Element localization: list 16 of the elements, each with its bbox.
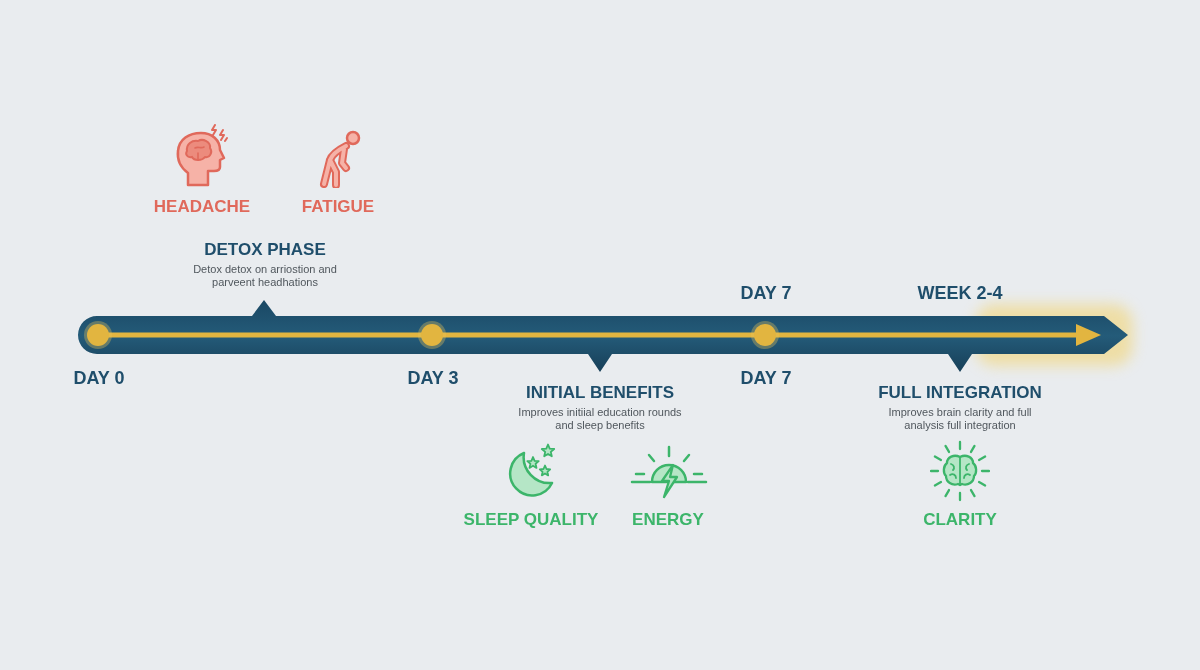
symptom-label: FATIGUE xyxy=(301,197,375,217)
day-label: DAY 7 xyxy=(740,368,792,388)
phase-description: Detox detox on arriostion and parveent headhations xyxy=(192,263,338,289)
day-label: DAY 7 xyxy=(740,283,792,303)
phase-heading: INITIAL BENEFITS xyxy=(526,383,674,403)
day-label: DAY 0 xyxy=(73,368,125,388)
benefit-label: ENERGY xyxy=(632,510,704,530)
day-label: DAY 3 xyxy=(407,368,459,388)
benefit-label: CLARITY xyxy=(923,510,997,530)
phase-description: Improves brain clarity and full analysis full integration xyxy=(887,406,1033,432)
phase-heading: DETOX PHASE xyxy=(204,240,326,260)
period-label: WEEK 2-4 xyxy=(917,283,1003,303)
phase-description: Improves initiial education rounds and sleep benefits xyxy=(517,406,683,432)
symptom-label: HEADACHE xyxy=(153,197,251,217)
phase-heading: FULL INTEGRATION xyxy=(878,383,1042,403)
benefit-label: SLEEP QUALITY xyxy=(463,510,599,530)
